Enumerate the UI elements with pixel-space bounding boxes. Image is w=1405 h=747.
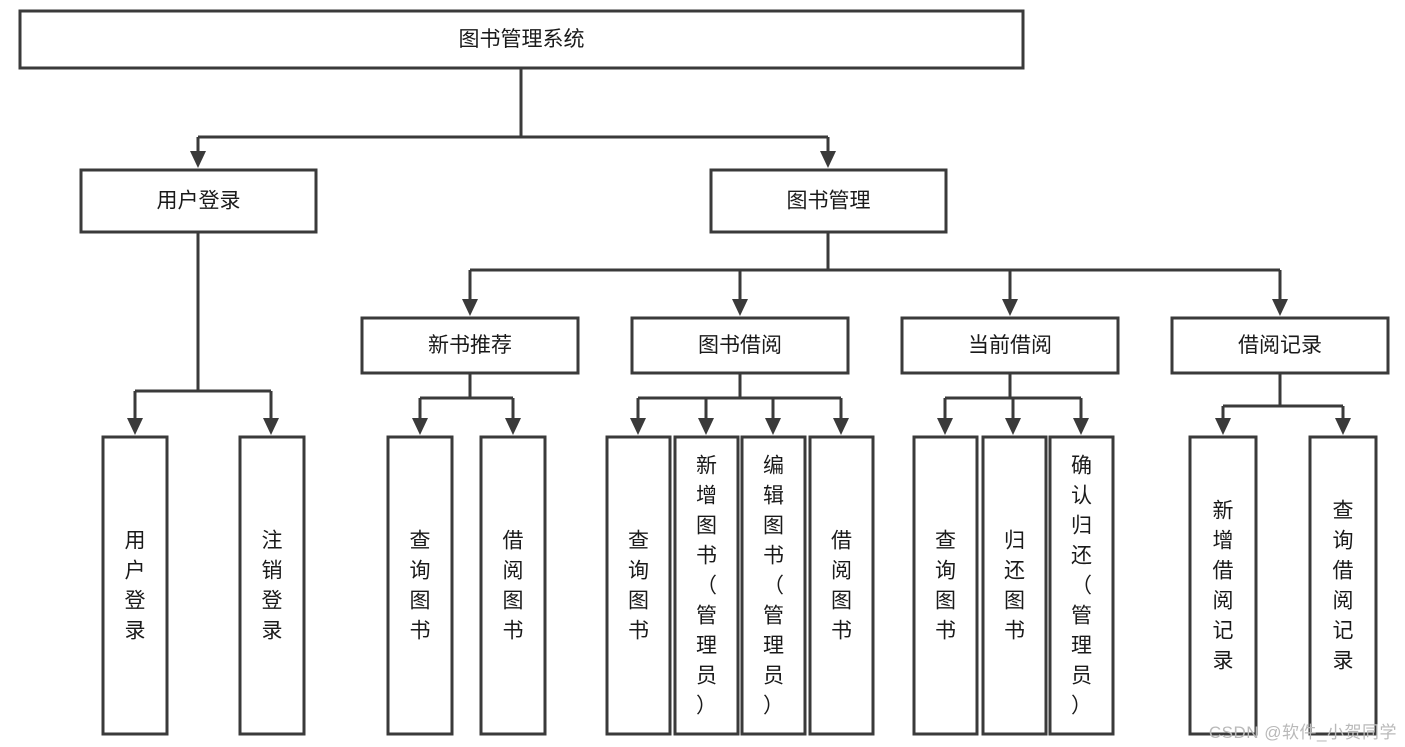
node-label: 图书借阅 [698,334,782,357]
node-box[interactable] [18,9,1025,70]
node-label: 注销登录 [262,530,283,643]
node-box[interactable] [740,435,807,736]
node-box[interactable] [1188,435,1258,736]
node-box[interactable] [360,316,580,375]
root-node-root[interactable]: 图书管理系统 [18,9,1025,70]
node-label: 查询图书 [410,530,431,643]
leaf-node-leaf-query-book-1[interactable]: 查询图书 [386,435,454,736]
node-box[interactable] [1048,435,1115,736]
node-label: 新增借阅记录 [1213,500,1234,673]
node-label: 新增图书（管理员） [696,455,717,718]
node-label: 查询图书 [935,530,956,643]
arrow-head-icon [1002,299,1018,316]
leaf-node-leaf-add-book[interactable]: 新增图书（管理员） [673,435,740,736]
node-label: 借阅图书 [831,530,852,643]
leaf-node-leaf-return-book[interactable]: 归还图书 [981,435,1048,736]
node-box[interactable] [808,435,875,736]
level3-node-new-book-recommend[interactable]: 新书推荐 [360,316,580,375]
leaf-node-leaf-confirm-return[interactable]: 确认归还（管理员） [1048,435,1115,736]
node-label: 图书管理系统 [459,28,585,51]
arrow-head-icon [1272,299,1288,316]
node-box[interactable] [673,435,740,736]
node-box[interactable] [386,435,454,736]
node-box[interactable] [1170,316,1390,375]
leaf-node-leaf-user-login[interactable]: 用户登录 [101,435,169,736]
node-box[interactable] [1308,435,1378,736]
csdn-watermark: CSDN @软件_小贺同学 [1208,723,1397,742]
node-label: 用户登录 [157,190,241,213]
node-label: 归还图书 [1004,530,1025,643]
node-box[interactable] [479,435,547,736]
leaf-node-leaf-query-book-3[interactable]: 查询图书 [912,435,979,736]
node-label: 新书推荐 [428,334,512,357]
node-box[interactable] [605,435,672,736]
node-box[interactable] [981,435,1048,736]
leaf-node-leaf-borrow-book-2[interactable]: 借阅图书 [808,435,875,736]
node-label: 编辑图书（管理员） [763,455,784,718]
arrow-head-icon [732,299,748,316]
node-box[interactable] [709,168,948,234]
level3-node-book-borrow[interactable]: 图书借阅 [630,316,850,375]
node-layer: 图书管理系统用户登录图书管理新书推荐图书借阅当前借阅借阅记录用户登录注销登录查询… [18,9,1390,736]
leaf-node-leaf-query-book-2[interactable]: 查询图书 [605,435,672,736]
leaf-node-leaf-edit-book[interactable]: 编辑图书（管理员） [740,435,807,736]
arrow-head-icon [765,418,781,435]
node-box[interactable] [900,316,1120,375]
leaf-node-leaf-query-record[interactable]: 查询借阅记录 [1308,435,1378,736]
node-label: 借阅记录 [1238,334,1322,357]
arrow-head-icon [127,418,143,435]
arrow-head-icon [698,418,714,435]
node-box[interactable] [238,435,306,736]
node-label: 图书管理 [787,190,871,213]
arrow-head-icon [263,418,279,435]
node-label: 查询借阅记录 [1333,500,1354,673]
node-label: 用户登录 [125,530,146,643]
node-box[interactable] [79,168,318,234]
node-label: 借阅图书 [503,530,524,643]
arrow-head-icon [1215,418,1231,435]
arrow-head-icon [630,418,646,435]
arrow-head-icon [820,151,836,168]
level2-node-book-manage[interactable]: 图书管理 [709,168,948,234]
leaf-node-leaf-borrow-book-1[interactable]: 借阅图书 [479,435,547,736]
arrow-head-icon [1005,418,1021,435]
arrow-head-icon [505,418,521,435]
arrow-head-icon [190,151,206,168]
level2-node-user-login[interactable]: 用户登录 [79,168,318,234]
arrow-head-icon [1073,418,1089,435]
node-label: 确认归还（管理员） [1071,455,1092,718]
node-box[interactable] [912,435,979,736]
arrow-head-icon [1335,418,1351,435]
arrowhead-layer [127,151,1351,435]
arrow-head-icon [412,418,428,435]
node-label: 当前借阅 [968,334,1052,357]
level3-node-current-borrow[interactable]: 当前借阅 [900,316,1120,375]
leaf-node-leaf-logout[interactable]: 注销登录 [238,435,306,736]
node-label: 查询图书 [628,530,649,643]
arrow-head-icon [833,418,849,435]
node-box[interactable] [630,316,850,375]
node-box[interactable] [101,435,169,736]
leaf-node-leaf-add-record[interactable]: 新增借阅记录 [1188,435,1258,736]
arrow-head-icon [462,299,478,316]
level3-node-borrow-record[interactable]: 借阅记录 [1170,316,1390,375]
arrow-head-icon [937,418,953,435]
